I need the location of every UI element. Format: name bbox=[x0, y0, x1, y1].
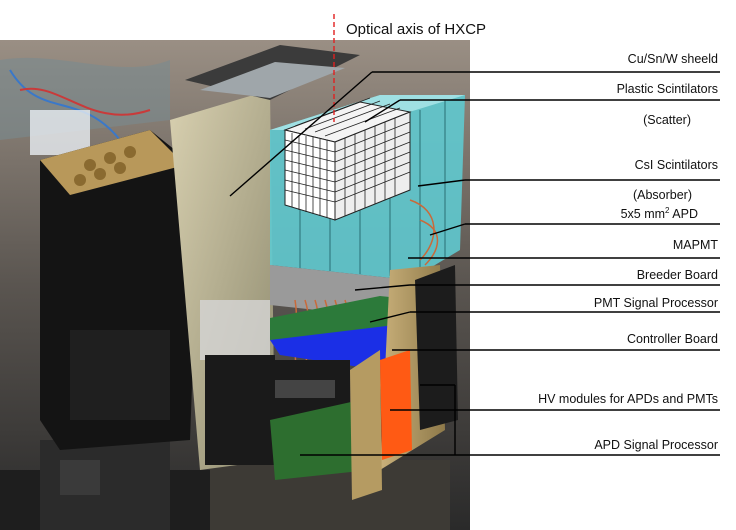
hv-module bbox=[380, 350, 412, 460]
apd-size-label: 5x5 mm2 APD bbox=[620, 206, 698, 222]
electronics-module-black bbox=[40, 130, 200, 450]
optical-axis-label: Optical axis of HXCP bbox=[346, 21, 487, 38]
breeder-board-label: Breeder Board bbox=[636, 268, 718, 282]
apd-signal-processor-label: APD Signal Processor bbox=[594, 438, 718, 452]
plastic-scintillators-label: Plastic Scintilators bbox=[616, 82, 718, 96]
scatter-label: (Scatter) bbox=[643, 113, 691, 127]
leader-lines bbox=[229, 71, 720, 456]
shield-housing bbox=[170, 45, 360, 470]
absorber-label: (Absorber) bbox=[632, 188, 692, 202]
mapmt-label: MAPMT bbox=[672, 238, 718, 252]
hv-modules-label: HV modules for APDs and PMTs bbox=[538, 392, 718, 406]
pmt-signal-processor-label: PMT Signal Processor bbox=[593, 296, 718, 310]
shield-label: Cu/Sn/W sheeld bbox=[627, 52, 718, 66]
detector-cutaway bbox=[270, 95, 465, 500]
csi-scintillators-label: CsI Scintilators bbox=[634, 158, 718, 172]
plastic-scatter-grid bbox=[283, 97, 412, 221]
apd-signal-board bbox=[270, 400, 370, 480]
controller-board-label: Controller Board bbox=[626, 332, 718, 346]
